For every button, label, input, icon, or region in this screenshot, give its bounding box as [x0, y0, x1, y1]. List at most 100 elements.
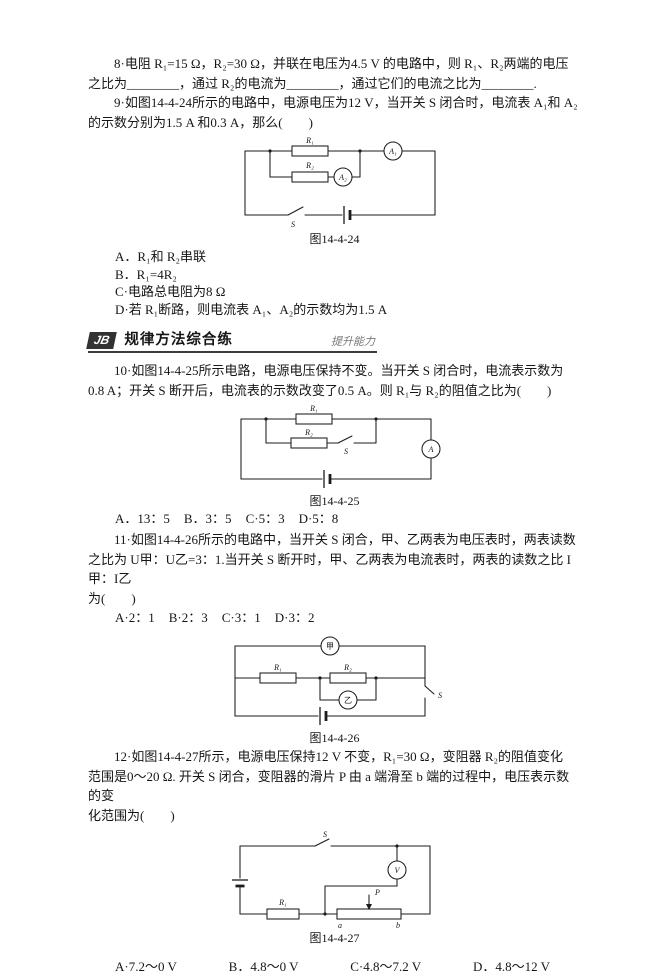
label-r1: R₁: [305, 136, 314, 145]
label-jia: 甲: [326, 642, 334, 651]
option: A·2：1: [115, 610, 155, 625]
option: B．4.8～0 V: [228, 959, 299, 974]
question-text-line: 0.8 A；开关 S 断开后，电流表的示数改变了0.5 A。则 R₁与 R₂的阻…: [88, 382, 552, 398]
figure-caption: 图14-4-27: [309, 931, 360, 945]
junction-dot: [394, 844, 399, 848]
circuit-diagram-14-4-24: R₁ R₂ A₁ A₂ S: [243, 136, 436, 229]
figure-caption: 图14-4-24: [309, 232, 360, 246]
junction-dot: [357, 149, 362, 153]
question-text-line: 范围是0～20 Ω. 开关 S 闭合，变阻器的滑片 P 由 a 端滑至 b 端的…: [88, 768, 570, 804]
question-text-line: 9·如图14-4-24所示的电路中，电源电压为12 V，当开关 S 闭合时，电流…: [114, 95, 578, 110]
figure-14-4-26: R₁ R₂ 甲 乙 S 图14-4-26: [88, 630, 581, 746]
junction-dot: [263, 417, 268, 421]
label-r1: R₁: [309, 404, 318, 413]
voltmeter-icon: [386, 860, 407, 880]
option: C·5：3: [245, 511, 285, 526]
question-text-line: 10·如图14-4-25所示电路，电源电压保持不变。当开关 S 闭合时，电流表示…: [114, 363, 564, 378]
circuit-wires: [233, 645, 435, 717]
option: D·3：2: [274, 610, 315, 625]
figure-14-4-27: S V R₁ P a b 图14-4-27: [88, 828, 581, 946]
label-b: b: [396, 921, 400, 930]
resistor-r2-box: [290, 171, 329, 183]
label-r2: R₂: [305, 161, 314, 170]
question-11: 11·如图14-4-26所示的电路中，当开关 S 闭合，甲、乙两表为电压表时，两…: [88, 530, 581, 746]
question-text-line: 之比为________，通过 R₂的电流为________，通过它们的电流之比为…: [88, 75, 537, 91]
banner-logo: JB: [86, 332, 118, 349]
label-a2: A₂: [338, 173, 347, 182]
question-8: 8·电阻 R₁=15 Ω，R₂=30 Ω，并联在电压为4.5 V 的电路中，则 …: [88, 54, 581, 93]
label-yi: 乙: [344, 696, 352, 705]
option: A．R₁和 R₂串联: [115, 249, 207, 264]
question-10: 10·如图14-4-25所示电路，电源电压保持不变。当开关 S 闭合时，电流表示…: [88, 361, 581, 528]
question-text-line: 化范围为( ): [88, 807, 175, 823]
option: D．4.8～12 V: [472, 959, 550, 974]
figure-caption: 图14-4-26: [309, 731, 360, 745]
option: B．3：5: [183, 511, 232, 526]
question-11-options: A·2：1 B·2：3 C·3：1 D·3：2: [88, 609, 581, 627]
junction-dot: [373, 676, 378, 680]
question-text-line: 8·电阻 R₁=15 Ω，R₂=30 Ω，并联在电压为4.5 V 的电路中，则 …: [114, 56, 569, 71]
circuit-diagram-14-4-25: R₁ R₂ S A: [239, 404, 441, 488]
ammeter-a1-icon: [382, 141, 403, 161]
rheostat-r2-box: [335, 908, 402, 920]
circuit-wires: [238, 838, 431, 915]
resistor-r2-box: [289, 437, 328, 449]
option: A．13：5: [115, 511, 170, 526]
resistor-r1-box: [290, 145, 329, 157]
question-text-line: 为( ): [88, 590, 136, 606]
meter-yi-icon: [337, 690, 358, 710]
label-s: S: [438, 691, 442, 700]
label-s: S: [323, 830, 327, 839]
circuit-wires: [239, 418, 432, 480]
question-text-line: 之比为 U甲：U乙=3：1.当开关 S 断开时，甲、乙两表为电流表时，两表的读数…: [88, 551, 571, 587]
option: B·2：3: [168, 610, 208, 625]
label-r1: R₁: [278, 898, 287, 907]
option: D·若 R₁断路，则电流表 A₁、A₂的示数均为1.5 A: [115, 301, 388, 317]
ammeter-a2-icon: [332, 167, 353, 187]
question-text-line: 12·如图14-4-27所示，电源电压保持12 V 不变，R₁=30 Ω，变阻器…: [114, 749, 564, 764]
resistor-r2-box: [328, 672, 367, 684]
meter-jia-icon: [319, 636, 340, 656]
option: C·电路总电阻为8 Ω: [115, 284, 226, 299]
banner-subtitle: 提升能力: [331, 336, 375, 348]
question-9-options: A．R₁和 R₂串联 B．R₁=4R₂ C·电路总电阻为8 Ω D·若 R₁断路…: [88, 248, 581, 318]
slider-arrow-icon: [365, 904, 372, 910]
option: D·5：8: [298, 511, 339, 526]
label-a: a: [338, 921, 342, 930]
resistor-r1-box: [265, 908, 300, 920]
label-s: S: [344, 447, 348, 456]
section-banner: JB 规律方法综合练 提升能力: [86, 328, 377, 353]
resistor-r1-box: [258, 672, 297, 684]
junction-dot: [373, 417, 378, 421]
label-p: P: [374, 888, 380, 897]
junction-dot: [317, 676, 322, 680]
figure-14-4-24: R₁ R₂ A₁ A₂ S 图14-4-24: [88, 135, 581, 247]
question-9: 9·如图14-4-24所示的电路中，电源电压为12 V，当开关 S 闭合时，电流…: [88, 93, 581, 318]
question-12: 12·如图14-4-27所示，电源电压保持12 V 不变，R₁=30 Ω，变阻器…: [88, 747, 581, 976]
question-12-options: A·7.2～0 V B．4.8～0 V C·4.8～7.2 V D．4.8～12…: [88, 958, 550, 976]
question-text-line: 的示数分别为1.5 A 和0.3 A，那么( ): [88, 114, 313, 130]
figure-14-4-25: R₁ R₂ S A 图14-4-25: [88, 403, 581, 509]
option: B．R₁=4R₂: [115, 266, 177, 282]
circuit-diagram-14-4-27: S V R₁ P a b: [231, 830, 431, 930]
label-ammeter: A: [427, 445, 433, 454]
junction-dot: [322, 912, 327, 916]
option: C·4.8～7.2 V: [350, 959, 422, 974]
circuit-wires: [243, 150, 436, 216]
label-s: S: [291, 220, 295, 229]
label-a1: A₁: [388, 147, 397, 156]
figure-caption: 图14-4-25: [309, 494, 360, 508]
option: A·7.2～0 V: [115, 959, 177, 974]
label-r2: R₂: [343, 663, 352, 672]
label-voltmeter: V: [394, 866, 400, 875]
question-text-line: 11·如图14-4-26所示的电路中，当开关 S 闭合，甲、乙两表为电压表时，两…: [114, 532, 576, 547]
label-r2: R₂: [304, 428, 313, 437]
junction-dot: [267, 149, 272, 153]
question-10-options: A．13：5 B．3：5 C·5：3 D·5：8: [88, 510, 581, 528]
label-r1: R₁: [273, 663, 282, 672]
resistor-r1-box: [294, 413, 333, 425]
banner-title: 规律方法综合练: [124, 332, 233, 348]
circuit-diagram-14-4-26: R₁ R₂ 甲 乙 S: [233, 636, 442, 725]
ammeter-icon: [420, 439, 441, 459]
